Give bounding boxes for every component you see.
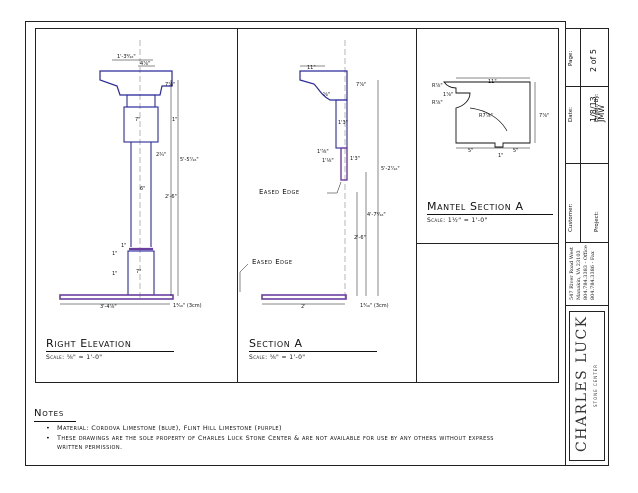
dim-label: 7⅞" xyxy=(539,113,549,119)
section-a-drawing: 11" 7⅞" ⅝" 1'3" 1'⅝" 1'⅛" 1'3" 5'-2⁷⁄₁₆"… xyxy=(239,40,400,310)
dim-label: 2'-6" xyxy=(354,235,366,241)
dim-label: 2' xyxy=(301,304,306,310)
dim-label: 5" xyxy=(513,148,518,154)
dim-label: 1⅞" xyxy=(443,92,453,98)
dim-label: R⅞" xyxy=(432,100,443,106)
dim-label: 1'-3⁹⁄₁₆" xyxy=(117,54,136,60)
note-item-2: These drawings are the sole property of … xyxy=(57,434,494,451)
dim-label: ⅝" xyxy=(323,92,330,98)
dim-label: 1'⅝" xyxy=(317,149,329,155)
elevation-capital xyxy=(126,94,156,108)
notes-title: Notes xyxy=(34,408,65,419)
right-elevation-drawing: 1'-3⁹⁄₁₆" 4⅞" 7⅞" 7" 1" 2¾" 5'-5⁷⁄₁₆" 6"… xyxy=(59,40,202,310)
title-block xyxy=(565,28,609,466)
mantel-section-title-underline xyxy=(427,214,553,215)
mantel-section-scale: Scale: 1½" = 1'-0" xyxy=(427,217,488,224)
dim-label: 1³⁄₁₆" (3cm) xyxy=(173,303,202,309)
panel-divider-1 xyxy=(237,28,238,382)
logo-box xyxy=(569,311,605,461)
right-elevation-title: Right Elevation xyxy=(46,337,132,350)
notes-title-underline xyxy=(34,421,76,422)
dim-label: 2¾" xyxy=(156,152,166,158)
dim-label: 1³⁄₁₆" (3cm) xyxy=(360,303,389,309)
dim-label: 1" xyxy=(498,153,503,159)
title-block-divider-3 xyxy=(565,242,608,243)
eased-edge-leader-1 xyxy=(327,181,342,194)
mantel-section-drawing: R⅞" 1⅞" R⅞" 11" R7⅞" 7⅞" 5" 5" 1" xyxy=(432,77,549,159)
elevation-upper-block xyxy=(123,106,159,143)
elevation-mantel-shape xyxy=(99,70,173,96)
mantel-section-title: Mantel Section A xyxy=(427,200,524,213)
dim-label: 7" xyxy=(135,117,140,123)
mantel-section-cove xyxy=(469,107,508,132)
elevation-hearth-slab xyxy=(59,294,174,300)
dim-label: 1" xyxy=(112,271,117,277)
section-a-title: Section A xyxy=(249,337,303,350)
dim-label: 1" xyxy=(121,243,126,249)
dim-label: 4⅞" xyxy=(140,61,150,67)
dim-label: 3'-4⅞" xyxy=(100,304,117,310)
dim-label: 2'-6" xyxy=(165,194,177,200)
eased-edge-label-1: Eased Edge xyxy=(259,188,300,196)
title-block-vdivider xyxy=(580,28,581,242)
right-elevation-scale: Scale: ⅝" = 1'-0" xyxy=(46,354,103,361)
dim-label: 7" xyxy=(136,269,141,275)
dim-label: 11" xyxy=(307,65,316,71)
title-block-divider-4 xyxy=(565,305,608,306)
dim-label: 5'-5⁷⁄₁₆" xyxy=(180,157,199,163)
dim-label: 1'⅛" xyxy=(322,158,334,164)
dim-label: 11" xyxy=(488,79,497,85)
dim-label: R7⅞" xyxy=(479,113,493,119)
section-base-block xyxy=(340,147,348,181)
dim-label: 7⅞" xyxy=(165,82,175,88)
note-bullet: • xyxy=(46,434,51,442)
right-elevation-title-underline xyxy=(46,351,174,352)
section-a-scale: Scale: ⅝" = 1'-0" xyxy=(249,354,306,361)
section-a-title-underline xyxy=(249,351,377,352)
section-hearth-slab xyxy=(261,294,347,300)
dim-label: 5'-2⁷⁄₁₆" xyxy=(381,166,400,172)
eased-edge-label-2: Eased Edge xyxy=(252,258,293,266)
dim-label: 6" xyxy=(140,186,145,192)
dim-label: 1" xyxy=(172,117,177,123)
dim-label: 5" xyxy=(468,148,473,154)
dim-label: 4'-7⁹⁄₁₆" xyxy=(367,212,386,218)
title-block-divider-1 xyxy=(565,86,608,87)
panel-divider-2 xyxy=(416,28,417,382)
note-bullet: • xyxy=(46,424,51,432)
dim-label: R⅞" xyxy=(432,83,443,89)
dim-label: 1'3" xyxy=(338,120,348,126)
dim-label: 1" xyxy=(112,251,117,257)
mantel-section-profile xyxy=(443,81,531,148)
title-block-divider-2 xyxy=(565,163,608,164)
eased-edge-leader-2 xyxy=(239,263,249,292)
note-item-1: Material: Cordova Limestone (blue), Flin… xyxy=(57,424,282,432)
dim-label: 7⅞" xyxy=(356,82,366,88)
dim-label: 1'3" xyxy=(350,156,360,162)
